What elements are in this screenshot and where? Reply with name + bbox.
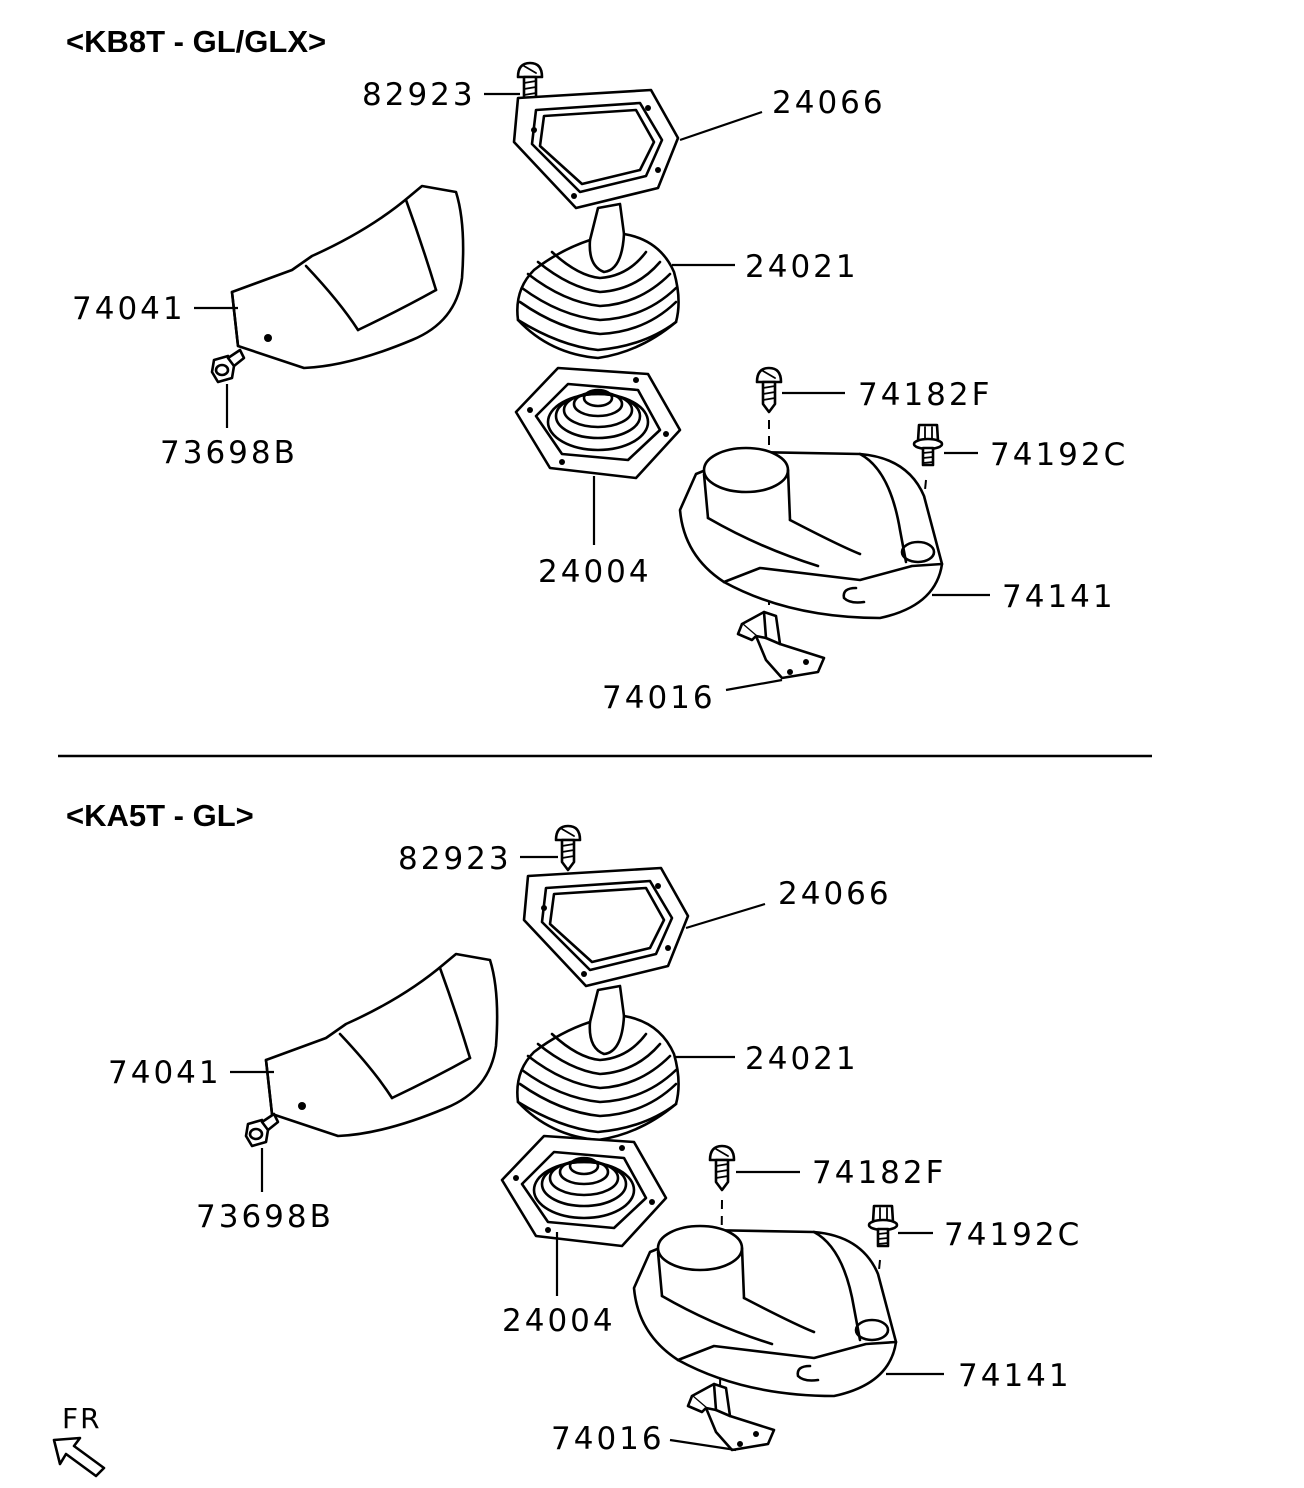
part-label-74016: 74016 [602,680,716,716]
part-label-24066: 24066 [772,85,886,121]
part-label-24004: 24004 [502,1303,616,1339]
section-kb8t: <KB8T - GL/GLX> 82923 24066 24021 74041 … [66,24,1128,716]
section-title: <KA5T - GL> [66,798,254,833]
bolt-74192c-icon [912,423,944,467]
floor-console-74141-icon [632,1224,898,1398]
screw-74182f-icon [708,1144,736,1192]
part-label-74182f: 74182F [812,1155,946,1191]
part-label-74141: 74141 [1002,579,1116,615]
side-cover-74041-icon [264,952,499,1138]
part-label-82923: 82923 [398,841,512,877]
part-label-24066: 24066 [778,876,892,912]
section-ka5t: <KA5T - GL> 82923 24066 24021 74041 7369… [66,798,1082,1457]
front-arrow-icon [52,1436,106,1478]
front-indicator: FR [52,1402,106,1478]
part-label-24021: 24021 [745,249,859,285]
bracket-74016-icon [736,610,826,680]
part-label-73698b: 73698B [196,1199,334,1235]
side-cover-74041-icon [230,184,465,370]
leader-line [669,1438,737,1452]
part-label-74041: 74041 [72,291,186,327]
section-title: <KB8T - GL/GLX> [66,24,326,59]
screw-82923-icon [554,824,582,872]
inner-boot-24004-icon [500,1134,668,1248]
clip-73698b-icon [244,1112,280,1148]
part-label-74182f: 74182F [858,377,992,413]
shift-boot-24021-icon [516,984,680,1142]
part-label-82923: 82923 [362,77,476,113]
leader-line [679,110,763,142]
bezel-plate-24066-icon [522,866,690,988]
part-label-74041: 74041 [108,1055,222,1091]
leader-line [725,678,783,692]
inner-boot-24004-icon [514,366,682,480]
floor-console-74141-icon [678,446,944,620]
front-indicator-label: FR [62,1402,102,1435]
part-label-24021: 24021 [745,1041,859,1077]
shift-boot-24021-icon [516,202,680,360]
bolt-74192c-icon [867,1204,899,1248]
part-label-74192c: 74192C [990,437,1128,473]
clip-73698b-icon [210,348,246,384]
bracket-74016-icon [686,1382,776,1452]
screw-74182f-icon [755,366,783,414]
part-label-74192c: 74192C [944,1217,1082,1253]
leader-line [685,902,766,930]
part-label-73698b: 73698B [160,435,298,471]
bezel-plate-24066-icon [512,88,680,210]
part-label-74141: 74141 [958,1358,1072,1394]
part-label-74016: 74016 [551,1421,665,1457]
part-label-24004: 24004 [538,554,652,590]
